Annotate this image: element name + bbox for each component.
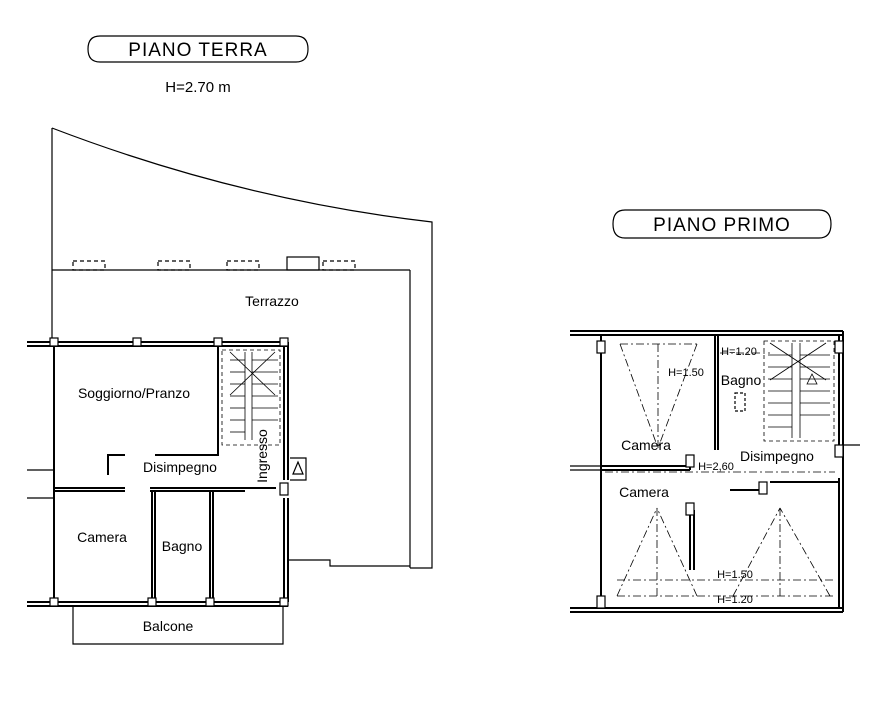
room-label-hall: Disimpegno (143, 459, 217, 475)
height-label-hall: H=2,60 (698, 461, 734, 473)
ground-floor-posts (49, 337, 289, 607)
first-floor-title-label: PIANO PRIMO (653, 215, 791, 236)
terrace-planters (72, 260, 356, 271)
height-label-bedroom-bottom-2: H=1.20 (717, 594, 753, 606)
room-label-hall-upper: Disimpegno (740, 448, 814, 464)
room-label-entrance: Ingresso (254, 429, 270, 483)
first-floor-staircase (763, 340, 835, 442)
room-label-living: Soggiorno/Pranzo (78, 385, 190, 401)
first-floor-walls (570, 330, 844, 613)
ground-floor-staircase (221, 349, 281, 446)
height-label-bathroom: H=1.20 (721, 346, 757, 358)
ground-floor-height-label: H=2.70 m (165, 79, 230, 96)
room-label-terrace: Terrazzo (245, 293, 299, 309)
bathroom-fixture (734, 392, 746, 412)
balcony-outline (72, 606, 284, 645)
first-floor-title-pill (612, 209, 832, 239)
room-label-bedroom: Camera (77, 529, 127, 545)
room-label-bathroom: Bagno (162, 538, 203, 554)
ground-floor-title-pill (87, 35, 309, 63)
roof-slope-lines (605, 343, 835, 597)
terrace-bottom-edge (287, 559, 410, 568)
terrace-chimney (286, 256, 320, 271)
room-label-balcony: Balcone (143, 618, 194, 634)
ground-floor-walls (27, 341, 289, 607)
ground-floor-title-label: PIANO TERRA (128, 40, 267, 61)
entrance-door (290, 457, 307, 481)
height-label-bedroom-top: H=1.50 (668, 367, 704, 379)
ground-floor-title (87, 35, 309, 63)
height-label-bedroom-bottom-1: H=1.50 (717, 569, 753, 581)
ground-floor-plan (27, 127, 433, 645)
first-floor-plan (570, 330, 860, 613)
first-floor-posts (596, 340, 844, 609)
room-label-bedroom-top: Camera (621, 437, 671, 453)
garden-boundary (51, 127, 433, 569)
room-label-bedroom-bottom: Camera (619, 484, 669, 500)
room-label-bathroom-upper: Bagno (721, 372, 762, 388)
first-floor-title (612, 209, 832, 239)
entrance-arrow-icon (292, 460, 304, 475)
